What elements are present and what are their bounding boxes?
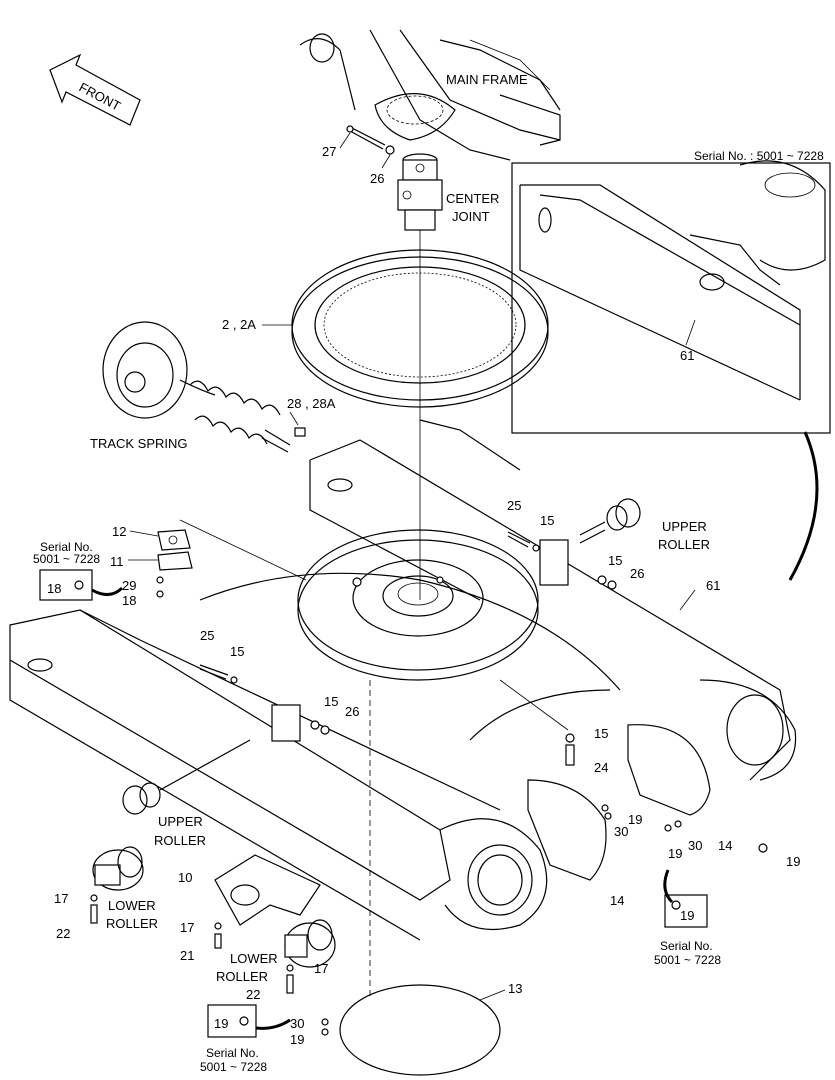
turntable bbox=[297, 529, 539, 681]
serial-bottom-line2: 5001 ~ 7228 bbox=[200, 1060, 267, 1074]
callout-21: 21 bbox=[180, 948, 194, 963]
callout-15-left: 15 bbox=[230, 644, 244, 659]
callout-26-right: 26 bbox=[630, 566, 644, 581]
under-cover-13 bbox=[339, 984, 501, 1076]
lower-roller-left bbox=[92, 846, 144, 891]
callout-25-right: 25 bbox=[507, 498, 521, 513]
lower-roller-left-label-2: ROLLER bbox=[106, 916, 158, 931]
serial-bottom-part: 19 bbox=[214, 1016, 228, 1031]
lower-roller-mid-label-2: ROLLER bbox=[216, 969, 268, 984]
cover-plates bbox=[527, 724, 711, 881]
callout-12: 12 bbox=[112, 524, 126, 539]
upper-roller-right bbox=[579, 498, 641, 544]
callout-61: 61 bbox=[706, 578, 720, 593]
callout-2-2a: 2 , 2A bbox=[222, 317, 256, 332]
callout-28-28a: 28 , 28A bbox=[287, 396, 336, 411]
upper-roller-right-label-2: ROLLER bbox=[658, 537, 710, 552]
callout-22-left: 22 bbox=[56, 926, 70, 941]
track-frame bbox=[9, 419, 797, 941]
upper-roller-left-label-1: UPPER bbox=[158, 814, 203, 829]
callout-15-right-b: 15 bbox=[608, 553, 622, 568]
center-joint-label-2: JOINT bbox=[452, 209, 490, 224]
callout-17-mid: 17 bbox=[180, 920, 194, 935]
serial-left-box bbox=[39, 569, 93, 601]
serial-right-line2: 5001 ~ 7228 bbox=[654, 953, 721, 967]
serial-left-part: 18 bbox=[47, 581, 61, 596]
callout-15-right: 15 bbox=[540, 513, 554, 528]
callout-15-lower: 15 bbox=[594, 726, 608, 741]
callout-30-b: 30 bbox=[688, 838, 702, 853]
lower-roller-mid bbox=[284, 919, 336, 968]
callout-29: 29 bbox=[122, 578, 136, 593]
callout-19-b: 19 bbox=[668, 846, 682, 861]
track-spring-label: TRACK SPRING bbox=[90, 436, 188, 451]
callout-17-left: 17 bbox=[54, 891, 68, 906]
inset-serial: Serial No. : 5001 ~ 7228 bbox=[694, 149, 824, 163]
mounting-bracket bbox=[156, 529, 193, 598]
callout-26: 26 bbox=[370, 171, 384, 186]
callout-30-bottom: 30 bbox=[290, 1016, 304, 1031]
callout-19-bottom: 19 bbox=[290, 1032, 304, 1047]
bolt-27 bbox=[346, 125, 395, 155]
callout-17-right: 17 bbox=[314, 961, 328, 976]
callout-14-a: 14 bbox=[610, 893, 624, 908]
serial-right-part: 19 bbox=[680, 908, 694, 923]
upper-roller-right-label-1: UPPER bbox=[662, 519, 707, 534]
main-frame-drawing bbox=[299, 29, 561, 161]
lower-roller-mid-label-1: LOWER bbox=[230, 951, 278, 966]
upper-roller-left-label-2: ROLLER bbox=[154, 833, 206, 848]
callout-15-left-b: 15 bbox=[324, 694, 338, 709]
inset-callout-61: 61 bbox=[680, 348, 694, 363]
serial-left-line2: 5001 ~ 7228 bbox=[33, 552, 100, 566]
upper-roller-left bbox=[122, 739, 251, 815]
callout-13: 13 bbox=[508, 981, 522, 996]
roller-guard-10 bbox=[214, 854, 321, 926]
callout-25-left: 25 bbox=[200, 628, 214, 643]
center-joint-label-1: CENTER bbox=[446, 191, 499, 206]
inset-detail bbox=[511, 160, 831, 434]
serial-right-box bbox=[664, 894, 708, 928]
front-arrow: FRONT bbox=[49, 53, 141, 126]
serial-right-line1: Serial No. bbox=[660, 939, 713, 953]
center-joint bbox=[397, 153, 443, 231]
callout-19-a: 19 bbox=[628, 812, 642, 827]
serial-bottom-box bbox=[207, 1004, 257, 1038]
track-spring bbox=[102, 321, 306, 453]
main-frame-label: MAIN FRAME bbox=[446, 72, 528, 87]
callout-27: 27 bbox=[322, 144, 336, 159]
callout-22-mid: 22 bbox=[246, 987, 260, 1002]
callout-19-c: 19 bbox=[786, 854, 800, 869]
callout-14-b: 14 bbox=[718, 838, 732, 853]
callout-11: 11 bbox=[110, 554, 124, 569]
callout-26-left: 26 bbox=[345, 704, 359, 719]
callout-18: 18 bbox=[122, 593, 136, 608]
callout-24: 24 bbox=[594, 760, 608, 775]
lower-roller-left-label-1: LOWER bbox=[108, 898, 156, 913]
serial-bottom-line1: Serial No. bbox=[206, 1046, 259, 1060]
serial-left-line1: Serial No. bbox=[40, 540, 93, 554]
callout-30-a: 30 bbox=[614, 824, 628, 839]
callout-10: 10 bbox=[178, 870, 192, 885]
